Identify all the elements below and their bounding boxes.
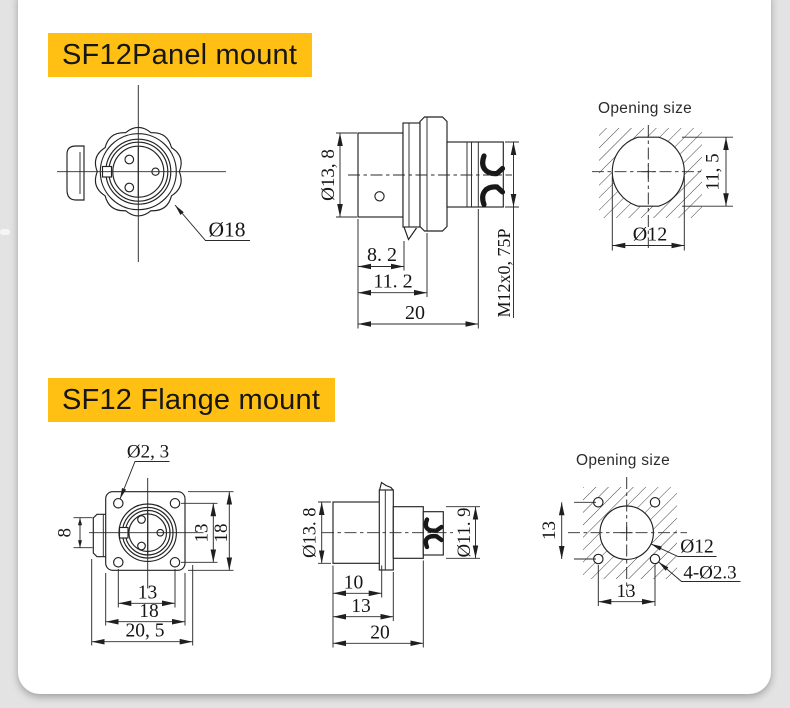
dim-flange-width: 18	[139, 601, 159, 622]
coupling-tab	[66, 145, 85, 201]
latch-spring	[379, 481, 394, 491]
mount-hole	[649, 553, 661, 565]
panel-opening-view: 11, 5 Ø12	[592, 125, 733, 251]
dim-mid-length: 11. 2	[373, 271, 412, 293]
panel-side-view: Ø13, 8 M12x0, 75P 8. 2 11. 2 20	[318, 116, 519, 329]
dim-outer-diameter: Ø18	[208, 218, 245, 242]
pin-hole	[124, 182, 135, 193]
centerlines	[568, 477, 687, 595]
leader-arrow	[650, 543, 662, 551]
mount-hole	[113, 557, 124, 568]
bayonet-hook	[480, 153, 506, 177]
mount-hole	[113, 498, 124, 509]
dim-total-length: 20	[405, 302, 425, 324]
side-tab	[92, 513, 106, 558]
mount-hole	[169, 557, 181, 568]
centerlines	[57, 85, 226, 262]
dim-opening-diameter: Ø12	[680, 537, 714, 558]
dim-flange-length: 13	[351, 596, 371, 617]
dim-thread: M12x0, 75P	[494, 228, 514, 317]
dim-flat-height: 11, 5	[703, 153, 724, 190]
leader-arrow	[120, 488, 127, 499]
mount-hole	[649, 497, 661, 508]
flange-side-view: Ø13. 8 Ø11. 9 10 13 20	[301, 481, 480, 648]
opening-size-title-flange: Opening size	[576, 452, 671, 469]
flange-opening-view: 13 13 Ø12 4-Ø2.3	[539, 477, 741, 606]
leader-line	[174, 204, 250, 241]
dim-body-diameter: Ø13, 8	[318, 149, 339, 201]
dim-key-offset: 8	[55, 528, 76, 538]
dim-body-diameter: Ø13. 8	[301, 508, 321, 558]
pin-hole	[137, 515, 146, 524]
section-title-panel: SF12Panel mount	[48, 33, 313, 77]
panel-front-view: Ø18	[57, 85, 250, 262]
dim-hole-pitch-h: 13	[138, 583, 158, 604]
bayonet-hook	[480, 184, 506, 208]
flange-front-view: Ø2, 3 8 13 18 13 18 20, 5	[55, 442, 234, 646]
leader-arrow	[658, 562, 669, 571]
left-edge-tick	[0, 229, 10, 235]
dim-body-length: 10	[344, 573, 364, 594]
dim-rear-length: 8. 2	[367, 244, 397, 266]
dim-opening-diameter: Ø12	[633, 224, 667, 246]
dim-total-length: 20	[370, 623, 390, 644]
section-title-flange: SF12 Flange mount	[48, 378, 336, 422]
opening-size-title-panel: Opening size	[598, 100, 693, 117]
flange-plate	[378, 489, 394, 571]
lock-nut	[419, 116, 448, 232]
dim-flange-height: 18	[211, 524, 232, 543]
pin-hole	[124, 154, 135, 165]
dim-hole-pitch-v: 13	[539, 521, 560, 540]
dim-mount-hole-diameter: Ø2, 3	[127, 442, 169, 463]
dim-corner-holes: 4-Ø2.3	[683, 563, 736, 584]
dim-hole-pitch-h: 13	[617, 581, 636, 602]
mount-hole	[169, 498, 181, 509]
leader-arrow	[175, 205, 184, 215]
centerlines	[89, 478, 204, 589]
dim-overall-width: 20, 5	[126, 621, 165, 642]
cable-hole	[374, 191, 385, 202]
pin-hole	[137, 541, 146, 551]
dim-front-diameter: Ø11. 9	[455, 508, 475, 558]
bayonet-hook	[423, 517, 444, 533]
latch-spring	[403, 226, 417, 241]
dim-hole-pitch-v: 13	[192, 524, 213, 543]
leader-line	[119, 461, 170, 500]
bayonet-hook	[423, 533, 444, 550]
